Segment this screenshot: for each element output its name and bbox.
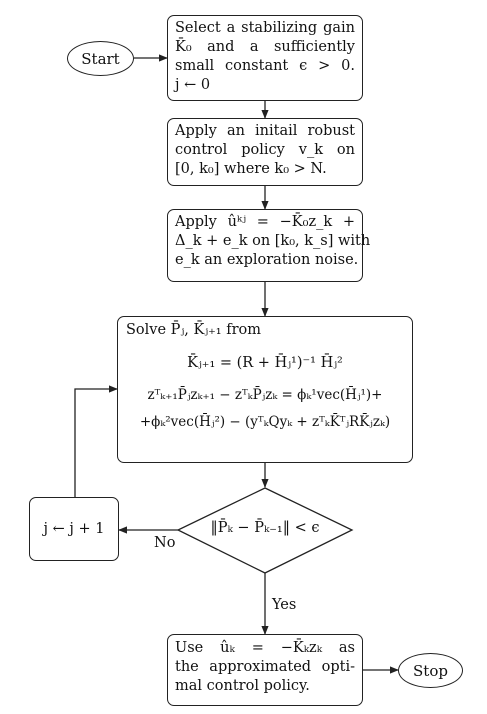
step-select-gain-box: Select a stabilizing gain K̄₀ and a suff…: [167, 15, 363, 101]
step2-line-2: control policy v_k on: [175, 142, 355, 158]
decision-diamond: [176, 487, 354, 574]
solve-box: Solve P̄ⱼ, K̄ⱼ₊₁ from K̄ⱼ₊₁ = (R + H̄ⱼ¹)…: [117, 316, 413, 463]
step-final-policy-box: Use ûₖ = −K̄ₖzₖ as the approximated opti…: [167, 634, 363, 706]
step-exploration-box: Apply ûᵏʲ = −K̄₀z_k + Δ_k + e_k on [k₀, …: [167, 209, 371, 282]
step3-line-3: e_k an exploration noise.: [175, 252, 359, 268]
stop-label: Stop: [413, 661, 448, 680]
step2-line-3: [0, k₀] where k₀ > N.: [175, 161, 327, 177]
no-label: No: [154, 535, 176, 551]
step1-line-2: K̄₀ and a sufficiently: [175, 39, 355, 55]
update-index-label: j ← j + 1: [43, 520, 105, 537]
solve-equation-3: +ϕₖ²vec(H̄ⱼ²) − (yᵀₖQyₖ + zᵀₖK̄ᵀⱼRK̄ⱼzₖ): [139, 414, 391, 430]
update-index-box: j ← j + 1: [29, 497, 119, 561]
final-line-2: the approximated opti-: [175, 659, 355, 675]
step2-line-1: Apply an initail robust: [175, 123, 355, 139]
start-label: Start: [81, 49, 120, 68]
step3-line-1: Apply ûᵏʲ = −K̄₀z_k +: [175, 214, 355, 230]
step1-line-4: j ← 0: [175, 77, 211, 93]
step1-line-1: Select a stabilizing gain: [175, 20, 355, 36]
step-initial-policy-box: Apply an initail robust control policy v…: [167, 118, 363, 186]
start-terminal: Start: [67, 41, 134, 76]
yes-label: Yes: [272, 597, 297, 613]
solve-equation-2: zᵀₖ₊₁P̄ⱼzₖ₊₁ − zᵀₖP̄ⱼzₖ = ϕₖ¹vec(H̄ⱼ¹)+: [147, 387, 383, 403]
step3-line-2: Δ_k + e_k on [k₀, k_s] with: [175, 233, 371, 249]
step1-line-3: small constant ϵ > 0.: [175, 58, 355, 74]
decision-condition: ‖P̄ₖ − P̄ₖ₋₁‖ < ϵ: [210, 520, 320, 536]
final-line-1: Use ûₖ = −K̄ₖzₖ as: [175, 640, 355, 656]
solve-equation-1: K̄ⱼ₊₁ = (R + H̄ⱼ¹)⁻¹ H̄ⱼ²: [187, 355, 343, 371]
arrow-update-to-solve: [74, 385, 118, 497]
stop-terminal: Stop: [398, 653, 463, 688]
solve-title: Solve P̄ⱼ, K̄ⱼ₊₁ from: [126, 322, 262, 338]
final-line-3: mal control policy.: [175, 678, 310, 694]
